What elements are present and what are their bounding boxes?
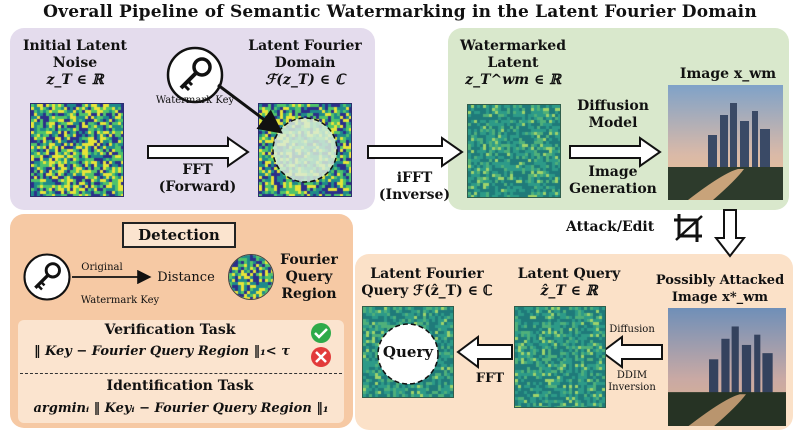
key-to-fourier-arrow	[217, 83, 283, 134]
watermarked-image	[668, 85, 783, 200]
fft-bottom-arrow	[456, 335, 513, 369]
cross-icon	[311, 347, 331, 367]
initial-noise-label: Initial Latent Noise z_T ∈ ℝ	[22, 38, 128, 88]
query-region-icon	[228, 254, 274, 300]
attacked-image-label: Possibly Attacked Image x*_wm	[655, 273, 785, 305]
fft-bottom-label: FFT	[475, 371, 505, 386]
ifft-arrow	[367, 136, 464, 168]
ddim-inversion-label: DDIM Inversion	[608, 370, 656, 393]
task-divider	[20, 373, 342, 374]
attack-edit-label: Attack/Edit	[566, 219, 655, 235]
detection-title: Detection	[122, 222, 236, 248]
image-xwm-label: Image x_wm	[679, 66, 777, 82]
ifft-label: iFFT (Inverse)	[378, 170, 451, 203]
initial-noise-image	[30, 103, 124, 197]
original-key-icon	[23, 253, 71, 301]
identification-title: Identification Task	[106, 378, 254, 394]
query-circle-label: Query	[382, 343, 434, 361]
verification-formula: ‖ Key − Fourier Query Region ‖₁< τ	[34, 344, 290, 359]
latent-query-image	[514, 306, 606, 408]
image-generation-label: Image Generation	[569, 164, 657, 197]
fourier-query-image: Query	[362, 306, 454, 398]
diffusion-model-label: Diffusion Model	[577, 98, 649, 131]
query-circle-shape	[377, 323, 439, 385]
verification-title: Verification Task	[104, 322, 236, 338]
watermark-key-label: Watermark Key	[155, 95, 235, 106]
detection-key-label: Watermark Key	[80, 295, 160, 306]
watermarked-latent-label: Watermarked Latent z_T^wm ∈ ℝ	[460, 38, 566, 88]
identification-formula: argminᵢ ‖ Keyᵢ − Fourier Query Region ‖₁	[33, 401, 329, 416]
fft-arrow	[147, 136, 250, 168]
crop-icon	[674, 214, 703, 242]
fourier-domain-label: Latent Fourier Domain ℱ(z_T) ∈ ℂ	[248, 38, 362, 88]
latent-query-label: Latent Query ẑ_T ∈ ℝ	[517, 266, 621, 299]
distance-label: Distance	[157, 270, 215, 285]
watermarked-latent-image	[467, 104, 561, 198]
watermark-key-icon	[166, 46, 224, 104]
diffusion-arrow	[569, 136, 662, 168]
diagram-title: Overall Pipeline of Semantic Watermarkin…	[43, 2, 757, 22]
diffusion-small-label: Diffusion	[609, 324, 655, 335]
original-label: Original	[81, 262, 123, 273]
ddim-arrow	[600, 335, 663, 369]
query-region-label: Fourier Query Region	[280, 252, 338, 302]
fft-label: FFT (Forward)	[158, 162, 237, 195]
attacked-image	[668, 308, 786, 426]
check-icon	[311, 323, 331, 343]
attack-arrow	[713, 209, 747, 258]
latent-fourier-query-label: Latent Fourier Query ℱ(ẑ_T) ∈ ℂ	[361, 266, 493, 299]
tasks-box	[18, 320, 344, 423]
key-region-circle	[272, 117, 338, 183]
